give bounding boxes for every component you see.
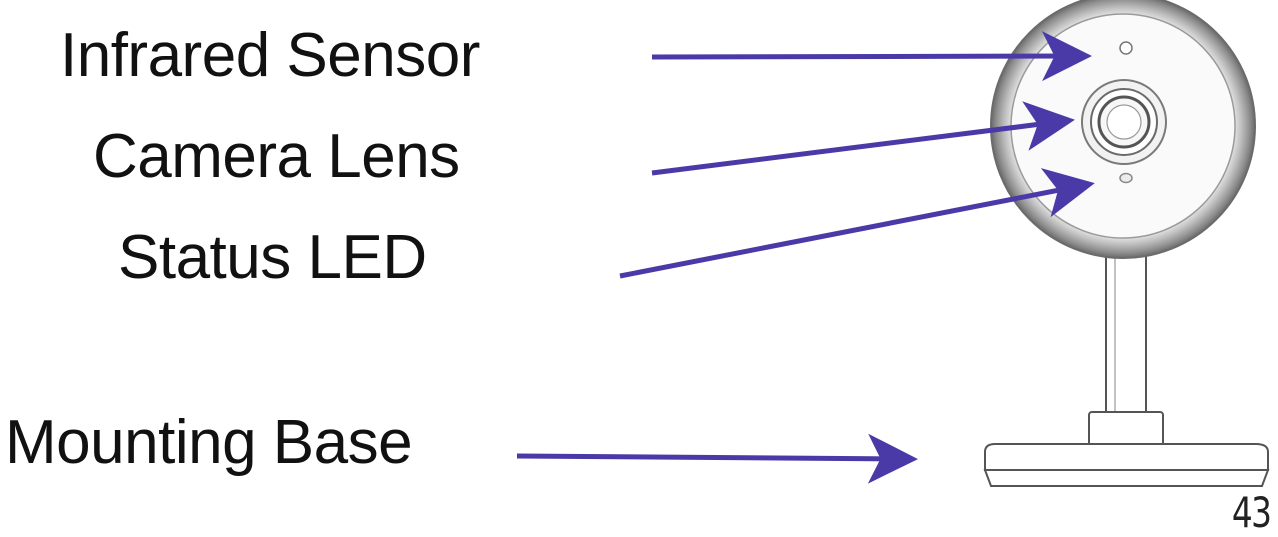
label-camera-lens: Camera Lens: [93, 122, 460, 191]
label-infrared-sensor: Infrared Sensor: [60, 21, 480, 90]
label-mounting-base: Mounting Base: [5, 408, 413, 477]
status-led-dot: [1119, 172, 1133, 184]
arrow-infrared-sensor: [651, 31, 1092, 82]
infrared-sensor-dot: [1119, 41, 1133, 55]
stand-neck: [1105, 245, 1147, 423]
arrows: [516, 31, 1095, 484]
page-number: 43: [1231, 488, 1271, 537]
arrow-camera-lens: [651, 101, 1075, 176]
arrow-status-led: [619, 168, 1095, 279]
label-status-led: Status LED: [118, 223, 427, 292]
arrow-mounting-base: [516, 433, 918, 484]
mounting-base-shape: [983, 443, 1270, 487]
camera-lens-shape: [1081, 79, 1167, 165]
